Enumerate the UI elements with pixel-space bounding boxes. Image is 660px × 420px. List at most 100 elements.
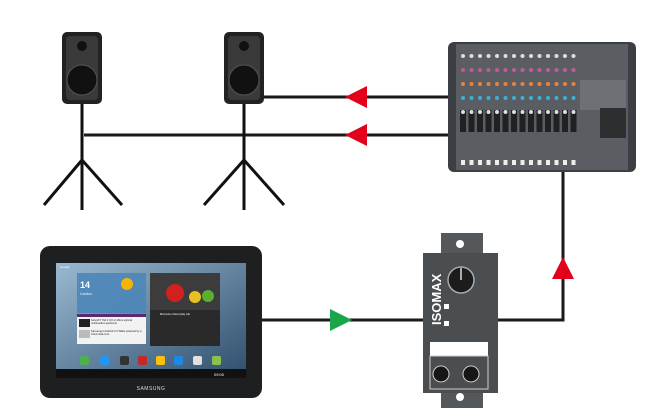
speaker-left [42,32,124,210]
channel-knob [512,54,516,58]
channel-strip [545,110,551,132]
channel-fader [486,160,491,165]
channel-knob [571,82,576,86]
channel-knob [520,110,525,114]
channel-strip [460,110,466,132]
channel-knob [537,54,542,58]
channel-knob [520,54,525,58]
channel-knob [503,68,508,72]
channel-strip [511,110,517,132]
channel-knob [554,96,559,100]
channel-knob [469,96,474,100]
channel-fader [546,160,550,165]
channel-knob [495,54,499,58]
channel-strip [477,110,483,132]
channel-knob [563,82,567,86]
channel-fader [503,160,508,165]
arrow-right-icon [330,309,352,331]
channel-strip [519,110,526,132]
channel-knob [512,82,516,86]
speaker-right [202,32,286,210]
channel-knob [461,82,465,86]
channel-knob [469,54,474,58]
channel-knob [571,96,576,100]
channel-strip [562,110,568,132]
channel-fader [461,160,465,165]
channel-fader [478,160,482,165]
channel-knob [546,96,550,100]
channel-knob [546,68,550,72]
channel-knob [554,68,559,72]
channel-knob [495,68,499,72]
channel-knob [571,110,576,114]
weather-city: London [80,292,92,296]
search-label: Google [60,265,70,269]
channel-knob [563,54,567,58]
channel-strip [468,110,475,132]
channel-knob [503,54,508,58]
channel-knob [512,68,516,72]
channel-knob [478,82,482,86]
channel-knob [554,54,559,58]
channel-knob [554,82,559,86]
channel-knob [512,96,516,100]
channel-knob [563,68,567,72]
isomax-label: ISOMAX [429,273,444,325]
channel-fader [495,160,499,165]
channel-strip [494,110,500,132]
channel-knob [546,54,550,58]
channel-fader [520,160,525,165]
news-item: Samsung's Android 4.0 Tablet powered by … [91,329,142,336]
channel-knob [554,110,559,114]
channel-knob [520,96,525,100]
channel-knob [512,110,516,114]
channel-fader [529,160,533,165]
channel-strip [485,110,492,132]
rca-jack [432,365,450,383]
channel-knob [486,110,491,114]
channel-knob [520,82,525,86]
channel-knob [478,110,482,114]
channel-knob [478,68,482,72]
channel-knob [529,54,533,58]
channel-knob [546,110,550,114]
channel-knob [486,82,491,86]
channel-strip [536,110,543,132]
channel-strip [528,110,534,132]
arrow-left-icon [345,86,367,108]
tablet-clock: 09:00 [214,372,225,377]
channel-knob [563,110,567,114]
channel-knob [503,96,508,100]
channel-knob [486,54,491,58]
channel-fader [554,160,559,165]
channel-knob [461,54,465,58]
arrow-left-icon [345,124,367,146]
channel-knob [520,68,525,72]
channel-knob [478,96,482,100]
channel-knob [571,68,576,72]
channel-fader [512,160,516,165]
news-item: GALAXY Tab 2 (10.1) offers optimal multi… [91,318,133,325]
channel-knob [537,68,542,72]
channel-knob [563,96,567,100]
channel-knob [503,110,508,114]
channel-knob [495,82,499,86]
channel-fader [571,160,576,165]
isomax-isolator: ISOMAX [423,233,498,408]
channel-knob [529,96,533,100]
channel-fader [469,160,474,165]
tablet-brand-logo: SAMSUNG [137,386,166,392]
channel-knob [469,82,474,86]
channel-fader [537,160,542,165]
rca-jack [462,365,480,383]
channel-fader [563,160,567,165]
weather-temp: 14 [80,280,90,290]
mixer [448,42,636,172]
channel-knob [469,110,474,114]
channel-knob [469,68,474,72]
channel-knob [486,68,491,72]
channel-knob [495,96,499,100]
channel-knob [461,110,465,114]
channel-strip [570,110,577,132]
channel-knob [461,68,465,72]
